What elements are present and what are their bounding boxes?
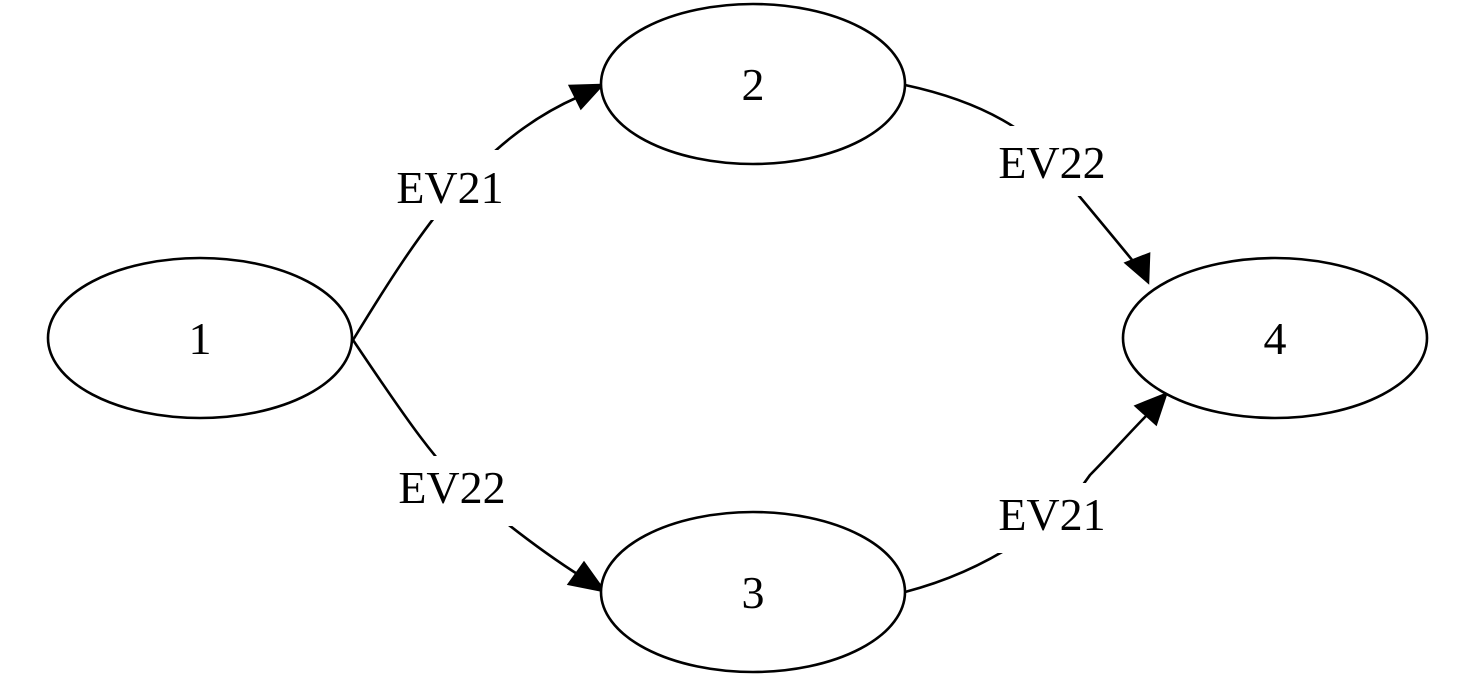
edge-label-bg [378,456,526,526]
node-label-4: 4 [1264,313,1287,364]
node-3: 3 [599,510,907,674]
arrow-head-icon [1133,391,1169,427]
node-label-2: 2 [742,59,765,110]
node-ellipse [599,2,907,166]
edge-label-1-to-3: EV22 [398,462,505,513]
arrow-head-icon [1123,252,1151,285]
node-4: 4 [1121,256,1429,420]
edge-1-to-3: EV22 [351,339,607,593]
edge-1-to-2: EV21 [351,83,606,341]
edge-label-1-to-2: EV21 [396,162,503,213]
edge-label-bg [980,483,1120,553]
arrow-head-icon [567,83,606,111]
edge-label-2-to-4: EV22 [998,137,1105,188]
node-2: 2 [599,2,907,166]
node-ellipse [46,256,354,420]
node-1: 1 [46,256,354,420]
node-label-3: 3 [742,567,765,618]
node-ellipse [599,510,907,674]
edge-label-3-to-4: EV21 [998,489,1105,540]
edge-2-to-4: EV22 [904,83,1151,285]
edge-3-to-4: EV21 [904,391,1169,594]
node-ellipse [1121,256,1429,420]
node-label-1: 1 [189,313,212,364]
edge-label-bg [978,126,1126,196]
arrow-head-icon [566,560,607,593]
edge-label-bg [378,150,518,220]
